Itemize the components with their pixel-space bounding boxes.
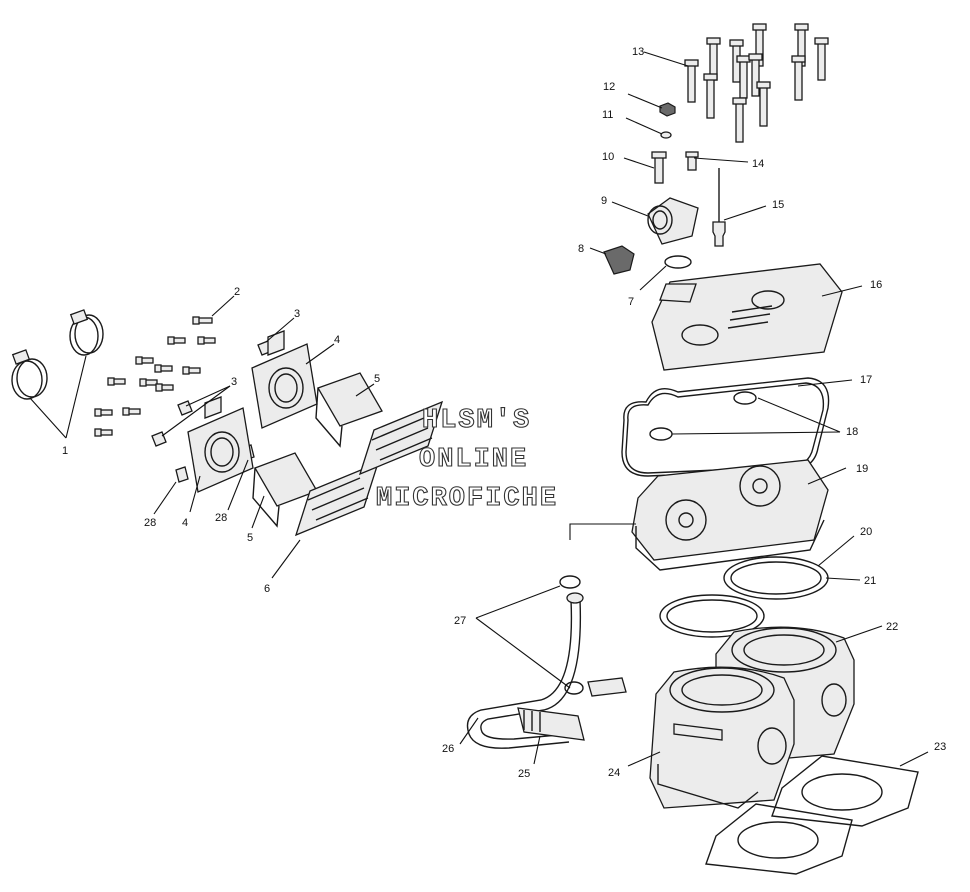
intake-manifolds [187,330,318,493]
callout-1: 1 [62,445,68,457]
callout-4b: 4 [182,517,188,529]
callout-21: 21 [864,575,876,587]
callout-25: 25 [518,768,530,780]
callout-3a: 3 [294,308,300,320]
water-hose-assembly [466,575,627,749]
base-gaskets [705,755,919,875]
callout-6: 6 [264,583,270,595]
watermark-line-3: MICROFICHE [375,483,559,514]
watermark-line-1: HLSM'S [421,405,532,436]
hose-clamps [11,309,104,400]
callout-18: 18 [846,426,858,438]
leader-lines [29,51,929,767]
callout-numbers: 1 2 3 3 4 4 5 5 6 7 8 9 10 11 12 13 14 1… [62,46,946,780]
callout-8: 8 [578,243,584,255]
callout-28a: 28 [144,517,156,529]
callout-9: 9 [601,195,607,207]
reed-cages [252,372,383,528]
callout-5a: 5 [374,373,380,385]
cylinder-head [631,459,829,571]
callout-10: 10 [602,151,614,163]
callout-23: 23 [934,741,946,753]
watermark-line-2: ONLINE [418,444,529,475]
callout-4a: 4 [334,334,340,346]
callout-5b: 5 [247,532,253,544]
reed-valve-assemblies [294,400,444,537]
callout-17: 17 [860,374,872,386]
callout-26: 26 [442,743,454,755]
callout-13: 13 [632,46,644,58]
callout-3b: 3 [231,376,237,388]
head-gaskets [659,556,829,638]
callout-19: 19 [856,463,868,475]
head-bolts [684,23,829,143]
head-o-rings [621,377,830,477]
callout-2: 2 [234,286,240,298]
callout-11: 11 [602,109,613,121]
callout-27: 27 [454,615,466,627]
callout-22: 22 [886,621,898,633]
callout-15: 15 [772,199,784,211]
callout-24: 24 [608,767,620,779]
thermostat-parts [603,168,726,275]
intake-screws [94,316,216,437]
cylinder-head-cover [651,263,843,371]
callout-7: 7 [628,296,634,308]
cylinders [649,626,855,809]
callout-12: 12 [603,81,615,93]
callout-16: 16 [870,279,882,291]
callout-20: 20 [860,526,872,538]
callout-14: 14 [752,158,764,170]
callout-28b: 28 [215,512,227,524]
head-fasteners [651,102,699,184]
